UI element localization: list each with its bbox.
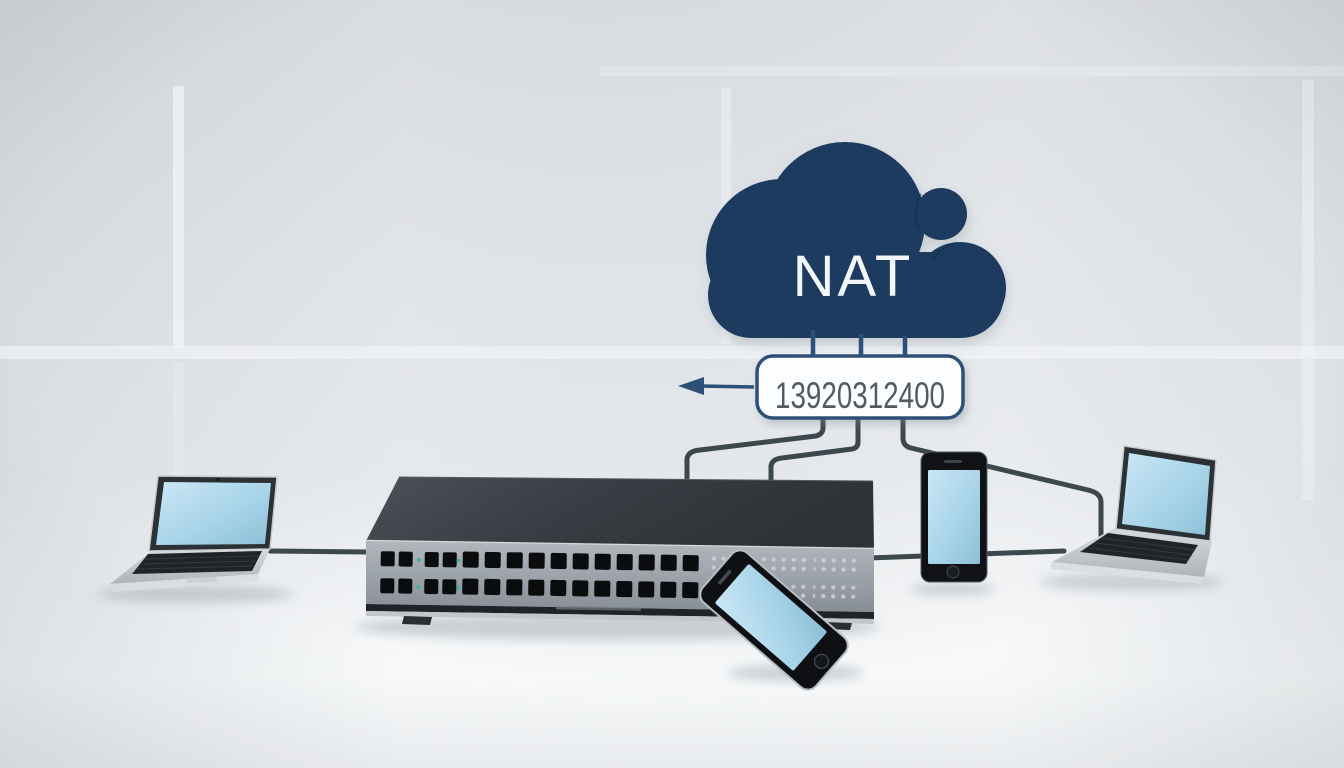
laptop-trackpad [185, 577, 218, 583]
phone-screen [928, 470, 980, 564]
laptop-screen [1122, 453, 1210, 535]
smartphone-upright [920, 451, 988, 583]
switch-foot [402, 616, 432, 625]
address-box: 13920312400 [755, 354, 965, 420]
grid-line-v [1302, 80, 1314, 500]
grid-line-v [173, 86, 184, 348]
address-value: 13920312400 [775, 375, 945, 416]
nat-label: NAT [793, 244, 914, 309]
grid-line-h [0, 346, 1344, 359]
camera-icon [216, 478, 220, 481]
speaker-icon [944, 460, 962, 463]
switch-top [366, 477, 874, 549]
phone-upright-shadow [911, 583, 995, 595]
home-button-icon [946, 565, 960, 579]
laptop-screen [156, 482, 271, 545]
grid-line-h [600, 66, 1344, 76]
cable-laptop-left [267, 548, 371, 555]
